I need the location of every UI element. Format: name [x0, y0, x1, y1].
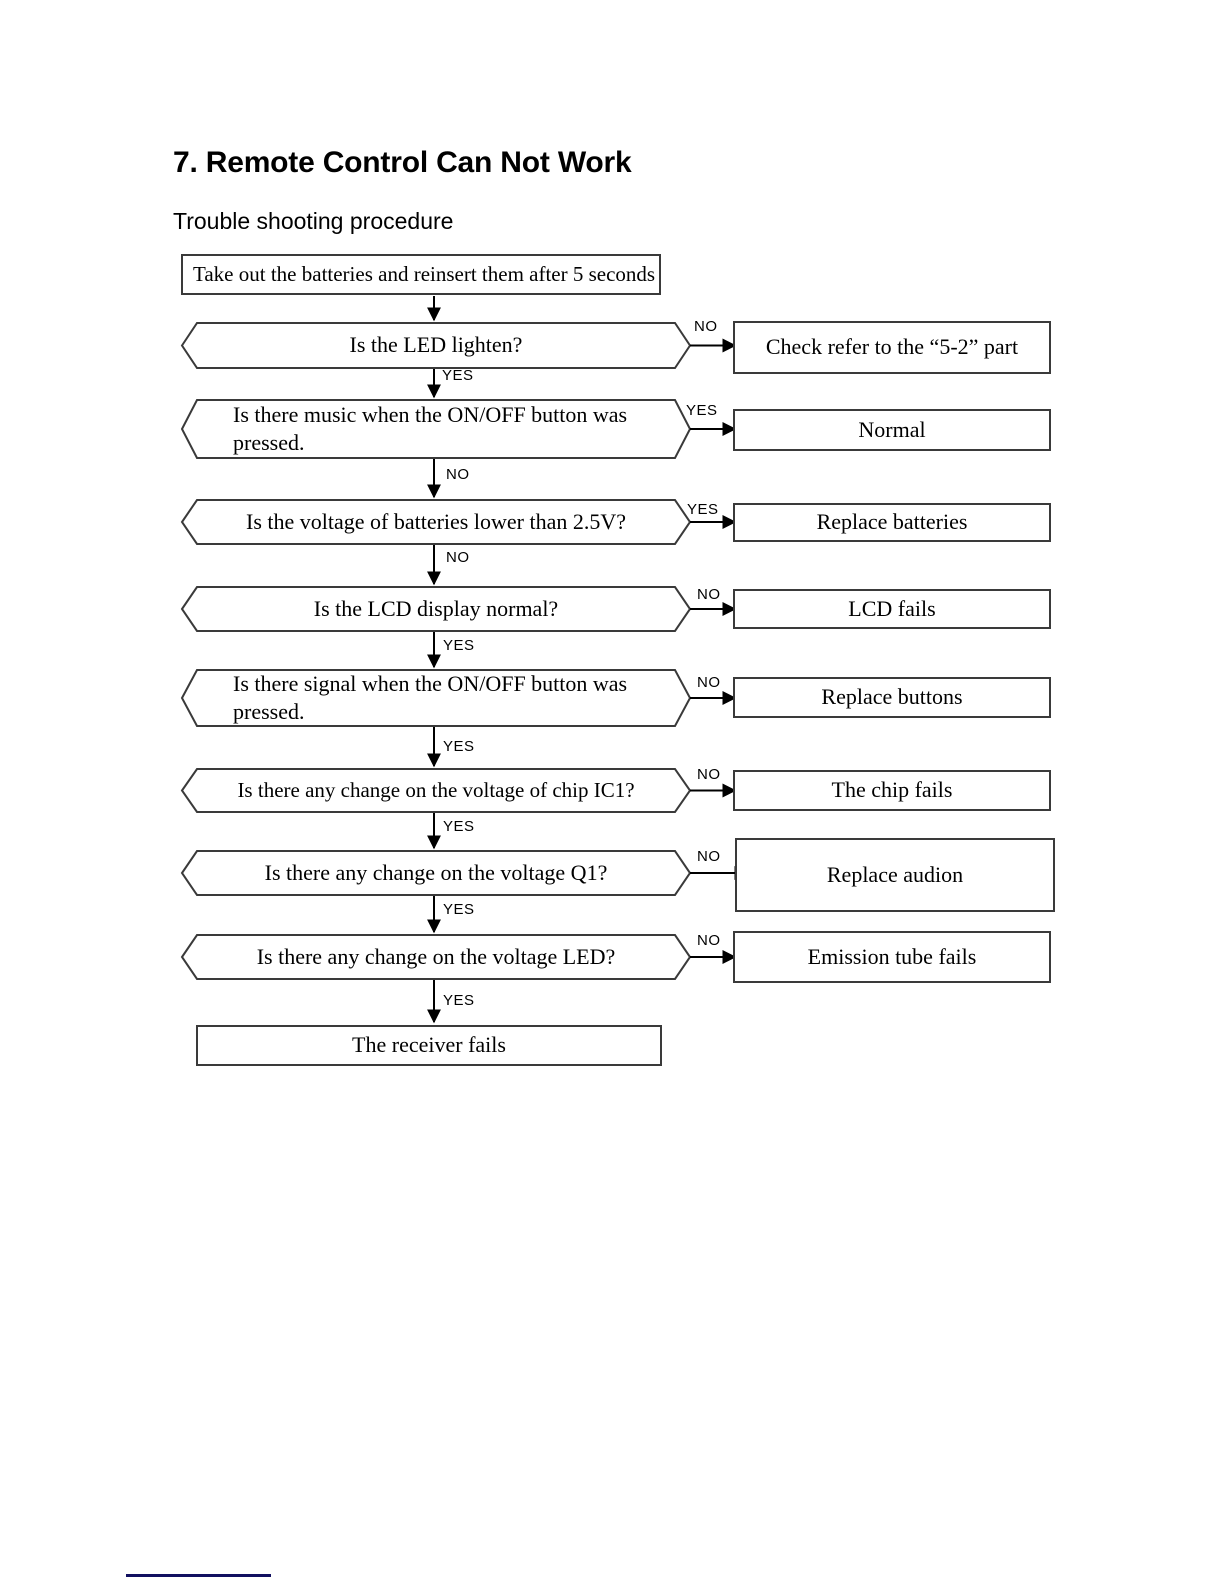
decision-text: Is there any change on the voltage Q1?: [264, 859, 608, 885]
result-box-replace-buttons: Replace buttons: [733, 677, 1051, 718]
decision-text: Is there any change on the voltage LED?: [256, 943, 616, 969]
decision-label-chip-ic1: Is there any change on the voltage of ch…: [197, 769, 675, 812]
result-box-check-refer-5-2: Check refer to the “5-2” part: [733, 321, 1051, 374]
result-text: The receiver fails: [352, 1032, 506, 1058]
branch-label-d1-yes: YES: [442, 367, 474, 384]
decision-label-battery-voltage: Is the voltage of batteries lower than 2…: [197, 500, 675, 544]
decision-text-line2: pressed.: [233, 699, 305, 724]
page-title: 7. Remote Control Can Not Work: [173, 146, 632, 179]
result-text: Replace buttons: [821, 684, 963, 710]
decision-text: Is the LCD display normal?: [313, 595, 559, 621]
result-box-emission-tube-fails: Emission tube fails: [733, 931, 1051, 983]
branch-label-d5-yes: YES: [443, 738, 475, 755]
result-text: Replace batteries: [816, 509, 968, 535]
result-text: LCD fails: [848, 595, 936, 621]
result-text: The chip fails: [831, 777, 953, 803]
branch-label-d5-no: NO: [697, 674, 721, 691]
decision-label-voltage-led: Is there any change on the voltage LED?: [197, 935, 675, 979]
decision-label-voltage-q1: Is there any change on the voltage Q1?: [197, 851, 675, 895]
branch-label-d8-yes: YES: [443, 992, 475, 1009]
result-text: Emission tube fails: [807, 943, 977, 969]
result-text: Normal: [858, 416, 926, 442]
branch-label-d7-no: NO: [697, 848, 721, 865]
decision-label-led-lighten: Is the LED lighten?: [197, 323, 675, 368]
result-box-receiver-fails: The receiver fails: [196, 1025, 662, 1066]
decision-label-music-onoff: Is there music when the ON/OFF button wa…: [197, 400, 675, 458]
result-text: Check refer to the “5-2” part: [765, 334, 1019, 360]
result-box-replace-batteries: Replace batteries: [733, 503, 1051, 542]
decision-text: Is the LED lighten?: [349, 332, 523, 358]
branch-label-d7-yes: YES: [443, 901, 475, 918]
footer-rule: [126, 1574, 271, 1577]
decision-label-signal-onoff: Is there signal when the ON/OFF button w…: [197, 670, 675, 726]
process-text: Take out the batteries and reinsert them…: [193, 262, 656, 287]
decision-text: Is the voltage of batteries lower than 2…: [246, 508, 626, 534]
decision-text-line1: Is there signal when the ON/OFF button w…: [233, 670, 628, 696]
branch-label-d6-no: NO: [697, 766, 721, 783]
branch-label-d2-yes: YES: [686, 402, 718, 419]
result-box-normal: Normal: [733, 409, 1051, 451]
decision-text: Is there any change on the voltage of ch…: [237, 778, 635, 803]
decision-label-lcd-normal: Is the LCD display normal?: [197, 587, 675, 631]
branch-label-d4-yes: YES: [443, 637, 475, 654]
decision-text-line1: Is there music when the ON/OFF button wa…: [233, 401, 628, 427]
result-box-replace-audion: Replace audion: [735, 838, 1055, 912]
branch-label-d1-no: NO: [694, 318, 718, 335]
branch-label-d3-no: NO: [446, 549, 470, 566]
branch-label-d4-no: NO: [697, 586, 721, 603]
branch-label-d8-no: NO: [697, 932, 721, 949]
page-subtitle: Trouble shooting procedure: [173, 208, 454, 234]
result-text: Replace audion: [826, 861, 964, 887]
branch-label-d2-no: NO: [446, 466, 470, 483]
branch-label-d6-yes: YES: [443, 818, 475, 835]
result-box-lcd-fails: LCD fails: [733, 589, 1051, 629]
process-box-take-out-batteries: Take out the batteries and reinsert them…: [181, 254, 661, 295]
branch-label-d3-yes: YES: [687, 501, 719, 518]
decision-text-line2: pressed.: [233, 430, 305, 455]
result-box-chip-fails: The chip fails: [733, 770, 1051, 811]
